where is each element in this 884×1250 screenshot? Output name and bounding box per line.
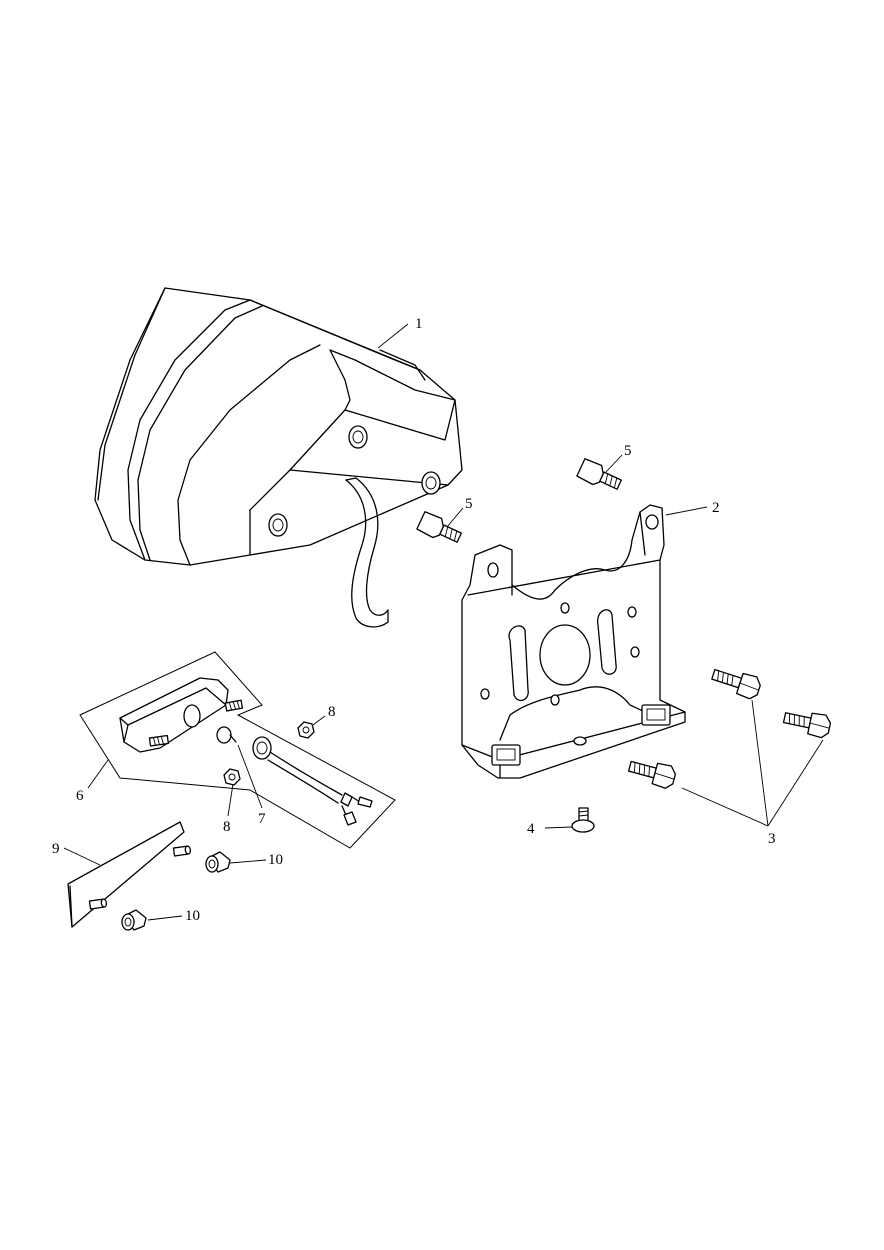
callout-5-lower: 5 bbox=[465, 496, 473, 512]
part-1-housing bbox=[94, 287, 463, 628]
callout-6: 6 bbox=[76, 788, 84, 804]
callout-8-upper: 8 bbox=[328, 704, 336, 720]
callout-10-upper: 10 bbox=[268, 852, 283, 868]
callout-4: 4 bbox=[527, 821, 535, 837]
part-3-bolts bbox=[627, 668, 832, 789]
callout-labels: 1 2 3 4 5 5 6 7 8 8 9 10 10 bbox=[52, 316, 776, 924]
callout-1: 1 bbox=[415, 316, 423, 332]
callout-5-upper: 5 bbox=[624, 443, 632, 459]
leader-lines bbox=[63, 323, 824, 921]
callout-2: 2 bbox=[712, 500, 720, 516]
part-9-plate bbox=[67, 821, 192, 928]
part-10-spacers bbox=[121, 851, 231, 931]
part-4-screw bbox=[571, 807, 595, 833]
callout-3: 3 bbox=[768, 831, 776, 847]
callout-9: 9 bbox=[52, 841, 60, 857]
part-5-bolts bbox=[416, 458, 622, 543]
part-2-bracket bbox=[461, 504, 686, 779]
part-7-bulb-holder bbox=[216, 726, 373, 826]
callout-10-lower: 10 bbox=[185, 908, 200, 924]
callout-7: 7 bbox=[258, 811, 266, 827]
part-8-nuts bbox=[223, 721, 315, 786]
part-6-light-assembly bbox=[79, 651, 396, 849]
callout-8-lower: 8 bbox=[223, 819, 231, 835]
